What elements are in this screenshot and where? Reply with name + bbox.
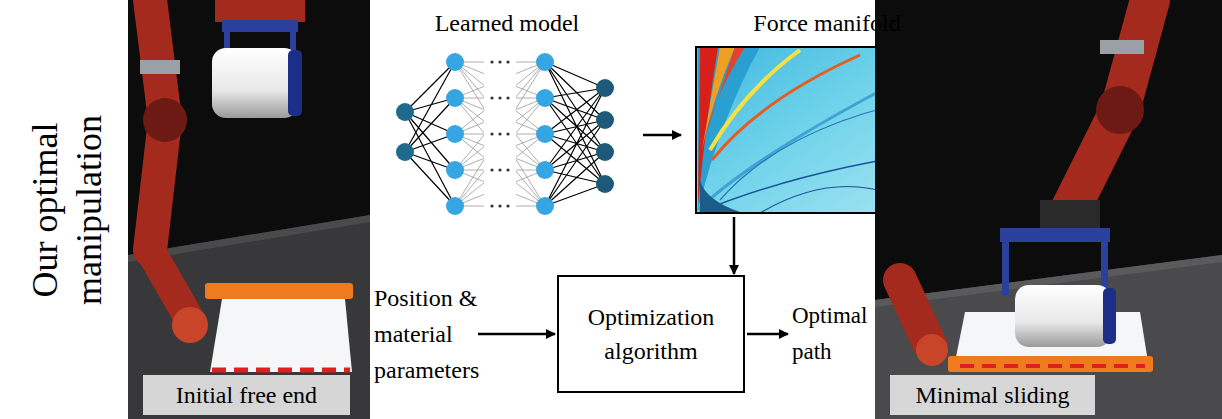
right-photo — [875, 0, 1222, 419]
network-panel: Learned model — [375, 3, 639, 218]
manifold-panel: Force manifold — [693, 3, 961, 215]
process-box: Optimization algorithm — [557, 275, 745, 393]
flow-arrow — [733, 217, 736, 274]
node-text: Initial free end — [176, 380, 317, 410]
left-photo — [128, 0, 370, 419]
output-label: Optimal path — [792, 298, 872, 370]
node-text: Force manifold — [693, 7, 961, 39]
neural-network — [396, 52, 614, 217]
side-title: Our optimal manipulation — [23, 90, 111, 330]
input-arrow — [478, 333, 555, 336]
flow-arrow — [643, 134, 681, 137]
node-text: Optimization algorithm — [565, 300, 737, 368]
output-arrow — [747, 333, 788, 336]
node-text: Learned model — [375, 7, 639, 39]
caption-box: Initial free end — [143, 375, 350, 415]
input-label: Position & material parameters — [374, 280, 492, 388]
node-text: Minimal sliding — [915, 380, 1069, 410]
caption-box: Minimal sliding — [890, 375, 1095, 415]
